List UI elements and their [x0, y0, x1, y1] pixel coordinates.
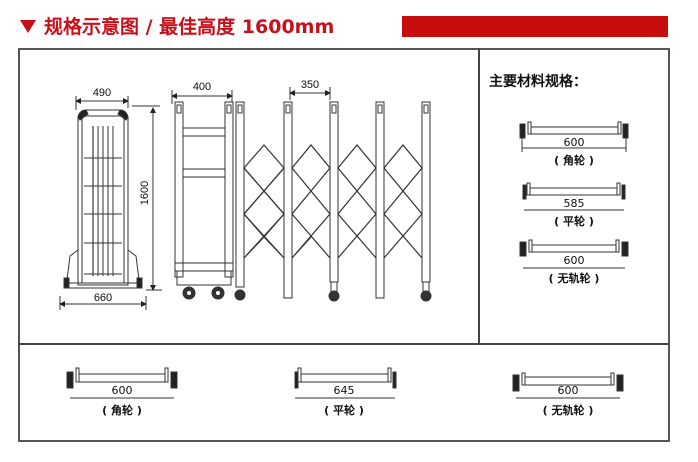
spec-size: 600: [563, 136, 585, 149]
svg-text:400: 400: [193, 81, 211, 93]
spec-label: ( 无轨轮 ): [548, 272, 600, 285]
spec-size: 585: [563, 197, 585, 210]
spec-label: ( 平轮 ): [554, 215, 594, 228]
svg-text:490: 490: [93, 87, 111, 99]
horizontal-divider: [18, 343, 668, 345]
vertical-divider: [478, 48, 480, 344]
bottom-label: ( 角轮 ): [102, 404, 142, 417]
bottom-size: 600: [557, 384, 579, 397]
spec-size: 600: [563, 254, 585, 267]
specs-title: 主要材料规格：: [489, 74, 587, 90]
triangle-down-icon: [20, 19, 36, 33]
svg-text:350: 350: [301, 79, 319, 91]
diagram-frame: [18, 48, 670, 442]
section-title: 规格示意图 / 最佳高度 1600mm: [44, 15, 335, 38]
bottom-size: 600: [111, 384, 133, 397]
svg-text:1600: 1600: [139, 181, 151, 205]
bottom-label: ( 平轮 ): [324, 404, 364, 417]
bottom-size: 645: [333, 384, 355, 397]
bottom-label: ( 无轨轮 ): [542, 404, 594, 417]
section-header: 规格示意图 / 最佳高度 1600mm: [20, 10, 334, 40]
header-accent-bar: [402, 16, 668, 37]
spec-label: ( 角轮 ): [554, 154, 594, 167]
svg-text:660: 660: [94, 292, 112, 304]
